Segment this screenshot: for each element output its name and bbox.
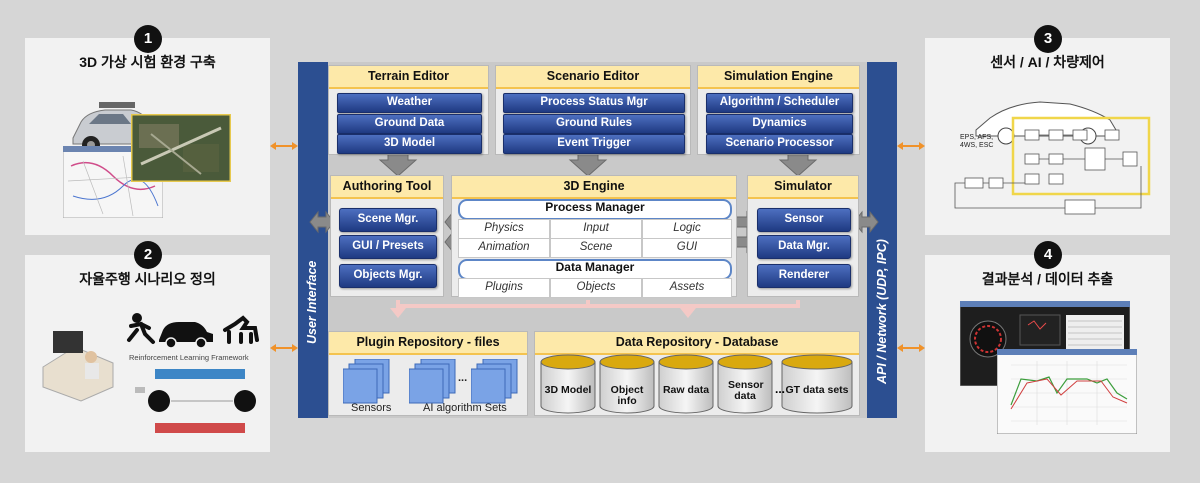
scenario-editor-title: Scenario Editor bbox=[496, 66, 690, 89]
process-status-mgr-item[interactable]: Process Status Mgr bbox=[503, 93, 685, 113]
step-badge-2: 2 bbox=[134, 241, 162, 269]
step-badge-1: 1 bbox=[134, 25, 162, 53]
3d-model-item[interactable]: 3D Model bbox=[337, 134, 482, 154]
ai-algorithm-sets-label: AI algorithm Sets bbox=[423, 402, 507, 414]
3d-engine-module: 3D Engine Process Manager Physics Input … bbox=[451, 175, 737, 298]
rl-loop-diagram bbox=[135, 369, 256, 433]
link-arrow-right-bottom bbox=[897, 344, 925, 352]
scenario-pictograms bbox=[127, 313, 259, 349]
simulator-title: Simulator bbox=[748, 176, 858, 199]
eps-afs-label-line1: EPS, AFS, bbox=[960, 134, 994, 141]
plugin-repository-title: Plugin Repository - files bbox=[329, 332, 527, 355]
cylinder-raw-data: Raw data bbox=[659, 383, 713, 407]
logic-cell: Logic bbox=[642, 219, 732, 239]
step-badge-3: 3 bbox=[1034, 25, 1062, 53]
panel-title: 3D 가상 시험 환경 구축 bbox=[79, 54, 216, 70]
rl-framework-caption: Reinforcement Learning Framework bbox=[129, 353, 249, 362]
input-cell: Input bbox=[550, 219, 642, 239]
panel-title: 센서 / AI / 차량제어 bbox=[990, 54, 1105, 70]
simulator-module: Simulator Sensor Data Mgr. Renderer bbox=[747, 175, 859, 297]
data-mgr-item[interactable]: Data Mgr. bbox=[757, 235, 851, 259]
gui-cell: GUI bbox=[642, 238, 732, 258]
cylinder-label: Raw data bbox=[662, 384, 710, 396]
objects-mgr-item[interactable]: Objects Mgr. bbox=[339, 264, 437, 288]
scene-mgr-item[interactable]: Scene Mgr. bbox=[339, 208, 437, 232]
satellite-image bbox=[131, 114, 231, 182]
plugins-cell: Plugins bbox=[458, 278, 550, 298]
cylinder-label: 3D Model bbox=[544, 384, 592, 396]
database-cylinders bbox=[540, 354, 853, 414]
data-manager-header: Data Manager bbox=[458, 259, 732, 280]
sensors-files-icon bbox=[343, 359, 390, 404]
ground-rules-item[interactable]: Ground Rules bbox=[503, 114, 685, 134]
cylinder-gt-data-sets: GT data sets bbox=[782, 383, 852, 407]
simulation-engine-module: Simulation Engine Algorithm / Scheduler … bbox=[697, 65, 860, 155]
control-block-diagram bbox=[954, 116, 1151, 215]
cylinder-3d-model: 3D Model bbox=[541, 383, 595, 407]
plugin-repository-module: Plugin Repository - files Sensors ... AI… bbox=[328, 331, 528, 416]
user-interface-bar: User Interface bbox=[298, 62, 328, 418]
cylinder-ellipsis: ... bbox=[775, 382, 786, 396]
driving-simulator-photo bbox=[42, 331, 114, 402]
link-arrow-left-top bbox=[270, 142, 298, 150]
weather-item[interactable]: Weather bbox=[337, 93, 482, 113]
animation-cell: Animation bbox=[458, 238, 550, 258]
dashboard-screenshot bbox=[960, 301, 1130, 386]
panel-virtual-environment: 3D 가상 시험 환경 구축 bbox=[25, 38, 270, 235]
authoring-tool-title: Authoring Tool bbox=[331, 176, 443, 199]
cylinder-object-info: Object info bbox=[600, 383, 654, 407]
link-arrow-left-bottom bbox=[270, 344, 298, 352]
speed-graph-screenshot bbox=[997, 349, 1137, 434]
panel-sensor-ai-control: 센서 / AI / 차량제어 EPS, AFS, 4WS, ESC bbox=[925, 38, 1170, 235]
ground-data-item[interactable]: Ground Data bbox=[337, 114, 482, 134]
objects-cell: Objects bbox=[550, 278, 642, 298]
terrain-editor-title: Terrain Editor bbox=[329, 66, 488, 89]
link-arrow-right-top bbox=[897, 142, 925, 150]
cylinder-sensor-data: Sensor data bbox=[718, 378, 772, 406]
algorithm-scheduler-item[interactable]: Algorithm / Scheduler bbox=[706, 93, 853, 113]
cylinder-label: Sensor data bbox=[728, 379, 764, 402]
scene-cell: Scene bbox=[550, 238, 642, 258]
process-manager-header: Process Manager bbox=[458, 199, 732, 220]
panel-title: 결과분석 / 데이터 추출 bbox=[981, 271, 1114, 287]
scenario-editor-module: Scenario Editor Process Status Mgr Groun… bbox=[495, 65, 691, 155]
physics-cell: Physics bbox=[458, 219, 550, 239]
gui-presets-item[interactable]: GUI / Presets bbox=[339, 235, 437, 259]
cylinder-label: GT data sets bbox=[785, 384, 849, 396]
authoring-tool-module: Authoring Tool Scene Mgr. GUI / Presets … bbox=[330, 175, 444, 297]
panel-result-analysis: 결과분석 / 데이터 추출 bbox=[925, 255, 1170, 452]
step-badge-4: 4 bbox=[1034, 241, 1062, 269]
api-network-bar: API / Network (UDP, IPC) bbox=[867, 62, 897, 418]
event-trigger-item[interactable]: Event Trigger bbox=[503, 134, 685, 154]
renderer-item[interactable]: Renderer bbox=[757, 264, 851, 288]
cylinder-label: Object info bbox=[610, 384, 644, 407]
assets-cell: Assets bbox=[642, 278, 732, 298]
ai-algorithm-files-icon-2 bbox=[471, 359, 518, 404]
sensors-label: Sensors bbox=[351, 402, 392, 414]
panel-scenario-definition: 자율주행 시나리오 정의 Reinforcement Learning Fram… bbox=[25, 255, 270, 452]
simulation-engine-title: Simulation Engine bbox=[698, 66, 859, 89]
scenario-processor-item[interactable]: Scenario Processor bbox=[706, 134, 853, 154]
dynamics-item[interactable]: Dynamics bbox=[706, 114, 853, 134]
eps-afs-label-line2: 4WS, ESC bbox=[960, 142, 994, 149]
ai-algorithm-files-icon bbox=[409, 359, 456, 404]
terrain-editor-module: Terrain Editor Weather Ground Data 3D Mo… bbox=[328, 65, 489, 155]
3d-engine-title: 3D Engine bbox=[452, 176, 736, 199]
data-repository-title: Data Repository - Database bbox=[535, 332, 859, 355]
ellipsis: ... bbox=[458, 372, 468, 384]
sensor-item[interactable]: Sensor bbox=[757, 208, 851, 232]
panel-title: 자율주행 시나리오 정의 bbox=[79, 271, 216, 287]
